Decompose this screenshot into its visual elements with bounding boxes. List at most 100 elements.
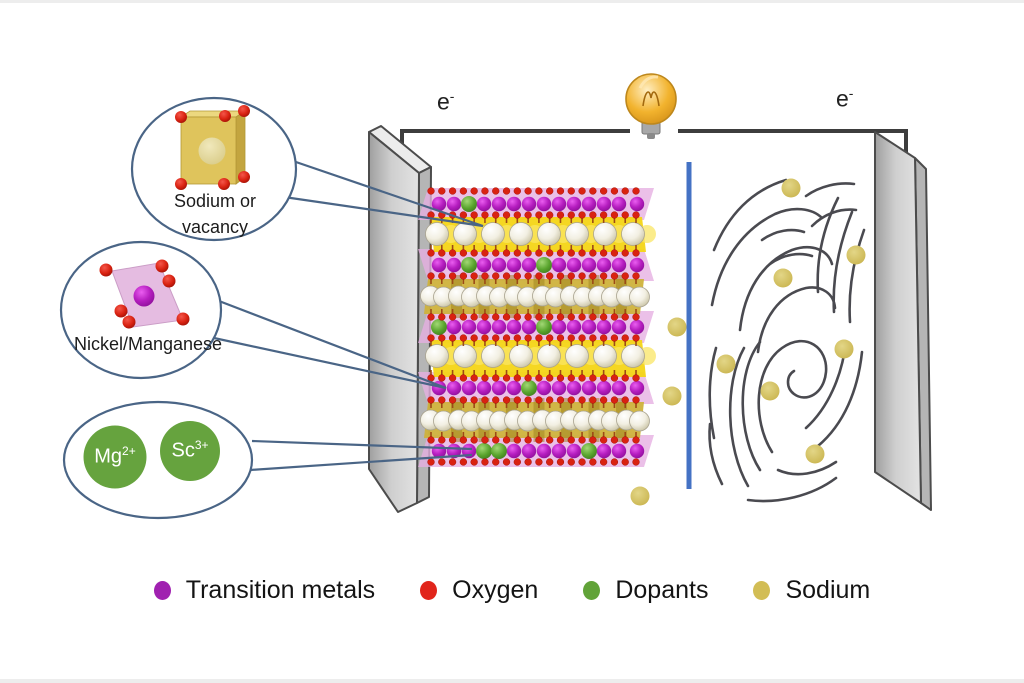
oxygen-atom <box>535 187 543 195</box>
oxygen-atom <box>599 249 608 257</box>
oxygen-atom <box>546 187 554 195</box>
oxygen-atom <box>513 458 521 466</box>
dopant-sphere <box>521 380 537 396</box>
oxygen-atom <box>546 396 554 404</box>
oxygen-atom <box>427 249 435 257</box>
sodium-ion <box>760 381 780 401</box>
oxygen-atom <box>513 187 521 195</box>
transition-metal-sphere <box>629 257 645 273</box>
oxygen-atom <box>513 334 521 342</box>
oxygen-atom <box>599 436 608 444</box>
anode-carbon-texture <box>708 178 866 503</box>
sodium-ion <box>773 268 793 288</box>
oxygen-atom <box>546 272 554 280</box>
oxygen-atom <box>448 458 457 466</box>
oxygen-atom <box>448 396 457 404</box>
transition-metal-sphere <box>596 196 612 212</box>
callout-bubble-dopants <box>62 400 254 520</box>
sodium-ion <box>630 486 650 506</box>
dopant-sphere <box>536 319 552 335</box>
transition-metal-sphere <box>611 443 627 459</box>
oxygen-atom <box>427 334 435 342</box>
oxygen-atom <box>427 187 435 195</box>
oxygen-atom <box>578 334 586 342</box>
oxygen-atom <box>610 436 619 444</box>
oxygen-atom <box>589 396 597 404</box>
transition-metal-sphere <box>596 319 612 335</box>
oxygen-atom <box>513 374 521 382</box>
oxygen-atom <box>459 272 468 280</box>
oxygen-atom <box>599 187 608 195</box>
oxygen-atom <box>502 313 511 321</box>
transition-metal-sphere <box>506 380 522 396</box>
oxygen-atom <box>470 313 478 321</box>
label-sc-ion: Sc3+ <box>171 438 209 462</box>
oxygen-atom <box>524 187 532 195</box>
transition-metal-sphere <box>536 196 552 212</box>
oxygen-atom <box>610 313 619 321</box>
transition-metal-sphere <box>536 443 552 459</box>
transition-metal-sphere <box>521 443 537 459</box>
oxygen-atom <box>459 396 468 404</box>
wire-right-segment <box>678 129 908 172</box>
oxygen-atom <box>513 211 521 219</box>
transition-metal-sphere <box>521 196 537 212</box>
sodium-dot <box>753 580 771 600</box>
oxygen-atom <box>438 249 446 257</box>
oxygen-atom <box>470 187 478 195</box>
transition-metal-sphere <box>476 257 492 273</box>
oxygen-atom <box>502 458 511 466</box>
oxygen-atom <box>621 334 629 342</box>
pointer-dopants <box>249 439 473 472</box>
transition-metal-sphere <box>629 443 645 459</box>
transition-metal-sphere <box>611 319 627 335</box>
dopant-sphere <box>431 319 447 335</box>
transition-metal-sphere <box>446 257 462 273</box>
dopant-sphere <box>461 257 477 273</box>
oxygen-atom <box>589 334 597 342</box>
transition-metal-sphere <box>566 257 582 273</box>
transition-metal-sphere <box>611 196 627 212</box>
oxygen-atom <box>621 374 629 382</box>
oxygen-atom <box>492 458 500 466</box>
oxygen-atom <box>567 374 575 382</box>
dopant-sphere <box>581 443 597 459</box>
transition-metal-sphere <box>431 257 447 273</box>
oxygen-atom <box>502 334 511 342</box>
oxygen-atom <box>535 374 543 382</box>
transition-metal-sphere <box>521 257 537 273</box>
oxygen-atom <box>621 272 629 280</box>
oxygen-atom <box>459 458 468 466</box>
oxygen-atom <box>556 249 565 257</box>
electron-label-left: e- <box>437 88 455 115</box>
transition-metal-sphere <box>581 380 597 396</box>
oxygen-atom <box>599 272 608 280</box>
label-sodium-or-vacancy: Sodium or vacancy <box>173 191 257 237</box>
transition-metal-sphere <box>521 319 537 335</box>
oxygen-atom <box>502 249 511 257</box>
transition-metal-sphere <box>629 319 645 335</box>
sodium-site-sphere <box>509 344 533 368</box>
oxygen-atom <box>567 334 575 342</box>
oxygen-atom <box>448 313 457 321</box>
oxygen-atom <box>610 374 619 382</box>
transition-metal-sphere <box>446 380 462 396</box>
oxygen-atom <box>589 187 597 195</box>
bulb-highlight <box>638 75 659 89</box>
oxygen-atom <box>567 458 575 466</box>
sodium-site-sphere <box>629 410 650 432</box>
oxygen-atom <box>578 187 586 195</box>
oxygen-atom <box>524 374 532 382</box>
oxygen-atom <box>589 211 597 219</box>
oxygen-atom <box>632 272 640 280</box>
oxygen-atom <box>610 187 619 195</box>
dopant-sphere <box>536 257 552 273</box>
oxygen-atom <box>470 334 478 342</box>
transition-metal-sphere <box>629 196 645 212</box>
oxygen-atom <box>470 436 478 444</box>
oxygen-atom <box>546 313 554 321</box>
oxygen-atom <box>492 187 500 195</box>
oxygen-atom <box>599 211 608 219</box>
sodium-ion <box>662 386 682 406</box>
oxygen-atom <box>448 187 457 195</box>
